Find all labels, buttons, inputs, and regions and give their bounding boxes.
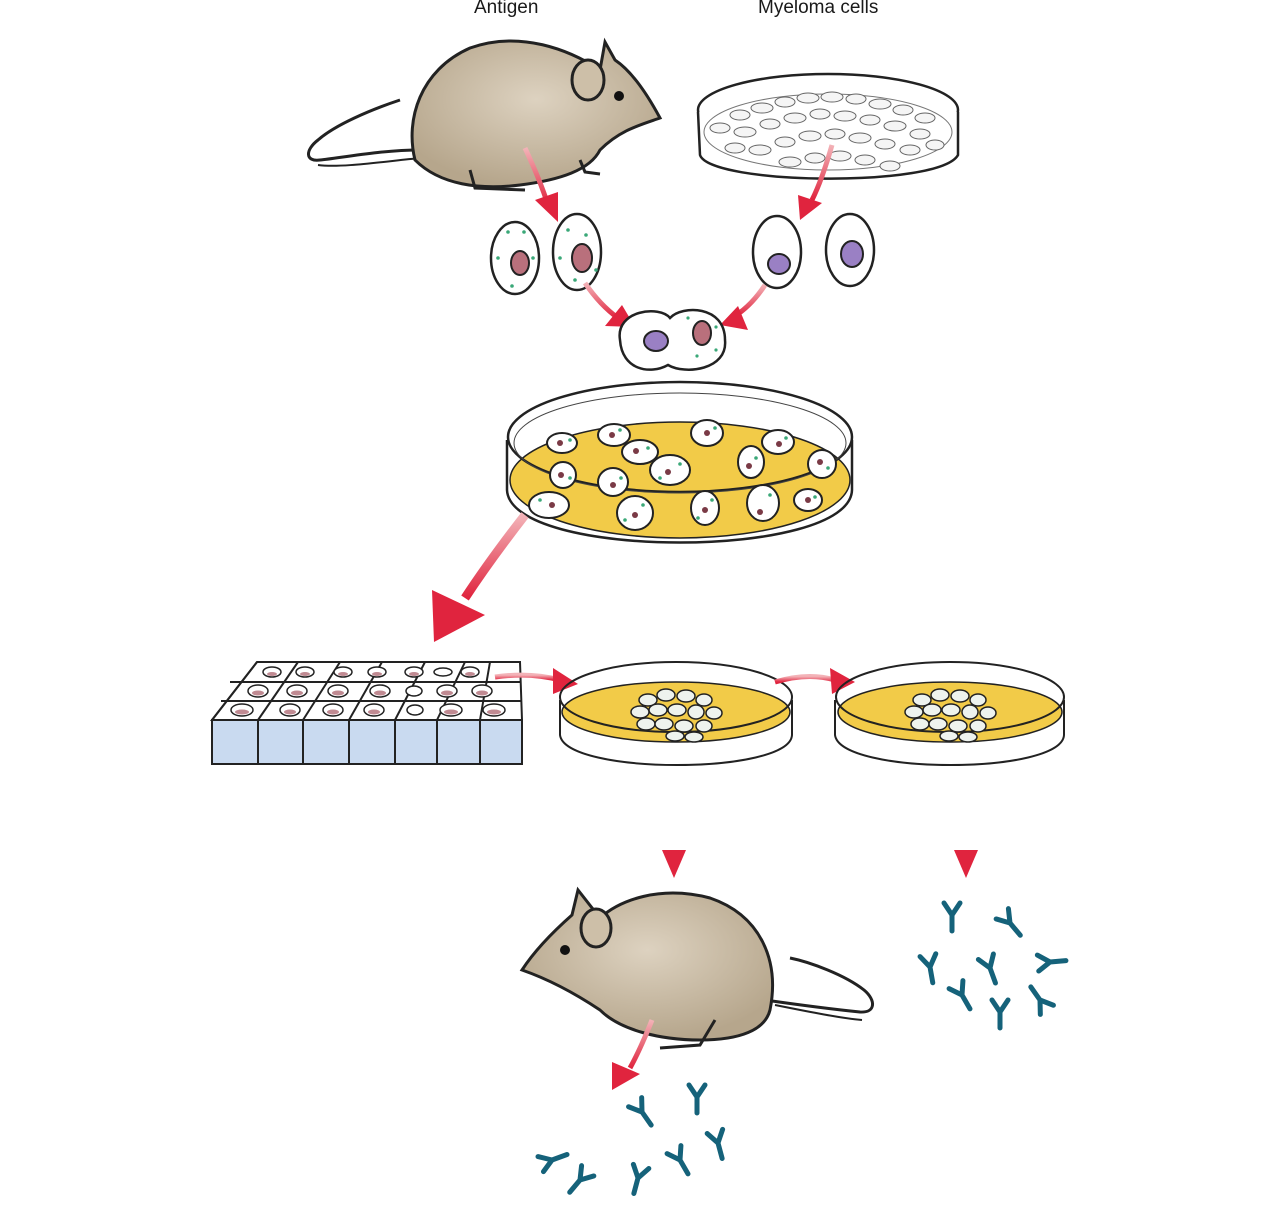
well-plate (209, 661, 524, 765)
antigen-label: Antigen (474, 0, 539, 18)
arrow-dish-to-culture-antibodies (954, 785, 978, 878)
myeloma-cells-label: Myeloma cells (758, 0, 879, 18)
clone-dish-1 (559, 661, 793, 766)
arrow-clone-dish-to-subclone (774, 668, 855, 694)
antibodies-in-vivo (538, 1085, 730, 1197)
arrow-dish-to-myeloma (798, 144, 835, 220)
arrow-myeloma-to-fusion (720, 283, 768, 330)
clone-dish-2 (834, 661, 1065, 766)
arrow-plate-to-clone-dish (494, 668, 578, 694)
myeloma-culture-dish (696, 72, 960, 180)
arrow-mouse-to-b-cells (522, 146, 558, 222)
myeloma-cell-pair (751, 212, 876, 290)
fused-hybridoma-cell (618, 308, 727, 371)
immunized-mouse (307, 37, 663, 192)
arrow-dish-to-well-plate (432, 512, 529, 642)
antibodies-in-vitro (920, 903, 1067, 1028)
hybridoma-culture-dish (505, 380, 854, 544)
host-mouse (519, 886, 874, 1050)
arrow-mouse-to-antibodies (612, 1019, 655, 1090)
arrow-dish-to-host-mouse (662, 785, 686, 878)
spleen-b-cells (489, 212, 603, 296)
